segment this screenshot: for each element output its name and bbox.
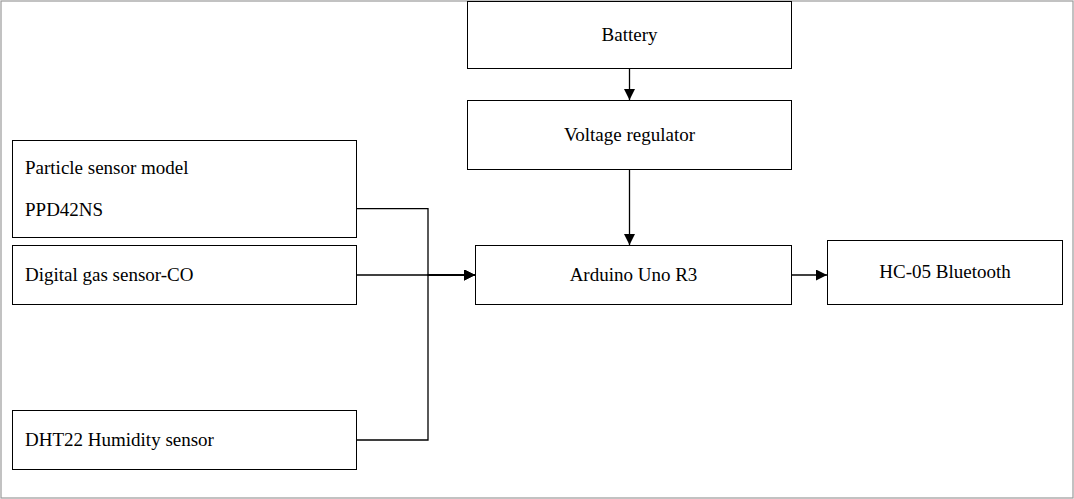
signal-arrow <box>629 170 630 245</box>
block-label: HC-05 Bluetooth <box>879 260 1010 285</box>
signal-arrow <box>357 209 475 275</box>
block-box: Arduino Uno R3 <box>475 245 792 305</box>
signal-arrow <box>629 69 630 100</box>
block-label: Arduino Uno R3 <box>570 263 698 288</box>
block-label: Battery <box>602 23 658 48</box>
block-label: Particle sensor model PPD42NS <box>25 147 230 231</box>
block-label: DHT22 Humidity sensor <box>25 428 214 453</box>
block-box: Battery <box>467 1 792 69</box>
signal-arrow <box>792 274 827 275</box>
block-box: DHT22 Humidity sensor <box>12 410 357 470</box>
block-box: Particle sensor model PPD42NS <box>12 140 357 238</box>
block-label: Digital gas sensor-CO <box>25 263 194 288</box>
block-box: Voltage regulator <box>467 100 792 170</box>
block-box: HC-05 Bluetooth <box>827 240 1063 305</box>
signal-arrow <box>357 275 475 440</box>
block-label: Voltage regulator <box>564 123 695 148</box>
block-box: Digital gas sensor-CO <box>12 245 357 305</box>
